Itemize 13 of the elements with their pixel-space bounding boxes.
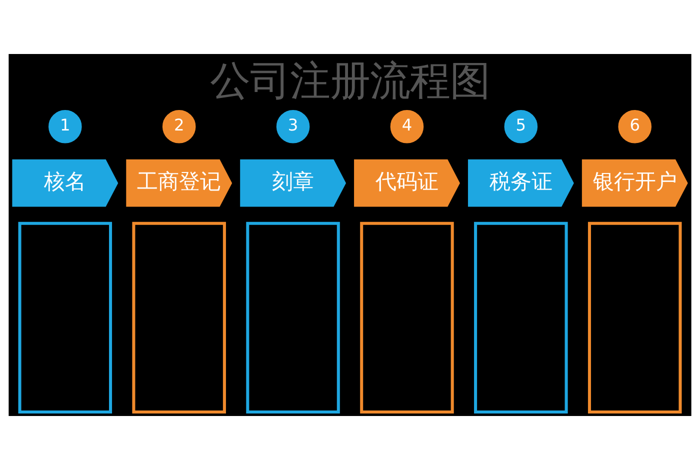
node-box	[18, 222, 112, 414]
node-circle: 1	[48, 110, 82, 144]
node-box	[132, 222, 226, 414]
diagram-title: 公司注册流程图	[210, 57, 490, 104]
node-circle: 3	[276, 110, 310, 144]
node-circle: 4	[390, 110, 424, 144]
node-circle: 5	[504, 110, 538, 144]
node-circle: 6	[618, 110, 652, 144]
node-box	[588, 222, 682, 414]
node-box	[474, 222, 568, 414]
node-circle: 2	[162, 110, 196, 144]
node-box	[246, 222, 340, 414]
node-box	[360, 222, 454, 414]
